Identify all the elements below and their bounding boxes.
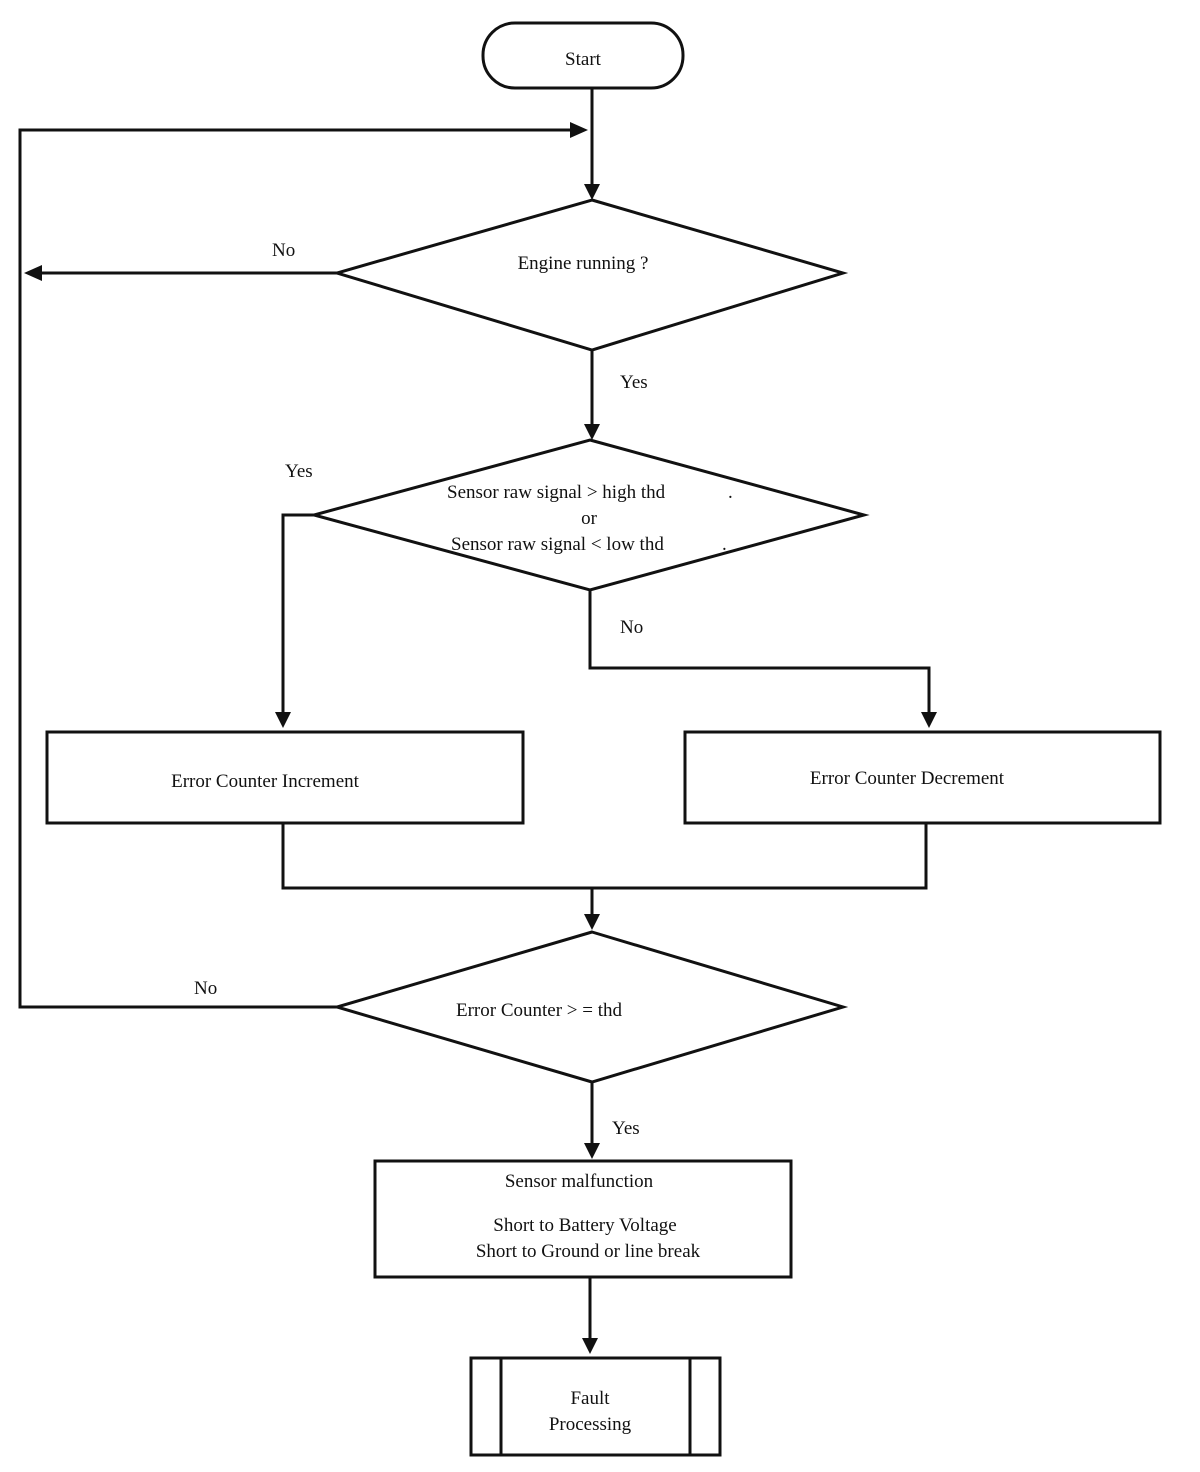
process-error-counter-increment: [45, 730, 525, 825]
engine-running-label: Engine running ?: [518, 253, 649, 274]
malfunction-title: Sensor malfunction: [505, 1171, 654, 1192]
sensor-no-label: No: [620, 617, 643, 638]
connector-sensor-no: [588, 590, 931, 716]
sensor-check-line3: Sensor raw signal < low thd: [451, 534, 664, 555]
connector-merge: [281, 823, 928, 890]
arrowhead-malfunction: [584, 1143, 600, 1159]
sensor-check-line3-dot: .: [722, 534, 727, 555]
arrowhead-fault: [582, 1338, 598, 1354]
sensor-check-line1: Sensor raw signal > high thd: [447, 482, 666, 503]
predefined-process-fault: [469, 1356, 722, 1457]
sensor-check-line1-dot: .: [728, 482, 733, 503]
sensor-yes-label: Yes: [285, 461, 313, 482]
sensor-check-line2: or: [581, 508, 598, 529]
fault-line1: Fault: [570, 1388, 610, 1409]
decrement-label: Error Counter Decrement: [810, 768, 1005, 789]
increment-label: Error Counter Increment: [171, 771, 360, 792]
loop-back-line: [18, 128, 580, 1009]
start-terminal: [481, 21, 685, 90]
arrowhead-engine: [584, 184, 600, 200]
arrowhead-loop-back: [570, 122, 588, 138]
counter-check-label: Error Counter > = thd: [456, 1000, 623, 1021]
start-label: Start: [565, 49, 602, 70]
counter-no-label: No: [194, 978, 217, 999]
connector-sensor-yes: [281, 513, 314, 716]
arrowhead-decrement: [921, 712, 937, 728]
process-sensor-malfunction: [373, 1159, 793, 1279]
engine-no-label: No: [272, 240, 295, 261]
arrowhead-sensor: [584, 424, 600, 440]
malfunction-line1: Short to Battery Voltage: [493, 1215, 676, 1236]
engine-yes-label: Yes: [620, 372, 648, 393]
process-error-counter-decrement: [683, 730, 1162, 825]
arrowhead-engine-no: [24, 265, 42, 281]
decision-engine-running: [331, 198, 849, 352]
malfunction-line2: Short to Ground or line break: [476, 1241, 701, 1262]
counter-yes-label: Yes: [612, 1118, 640, 1139]
arrowhead-counter-check: [584, 914, 600, 930]
arrowhead-increment: [275, 712, 291, 728]
fault-line2: Processing: [549, 1414, 632, 1435]
